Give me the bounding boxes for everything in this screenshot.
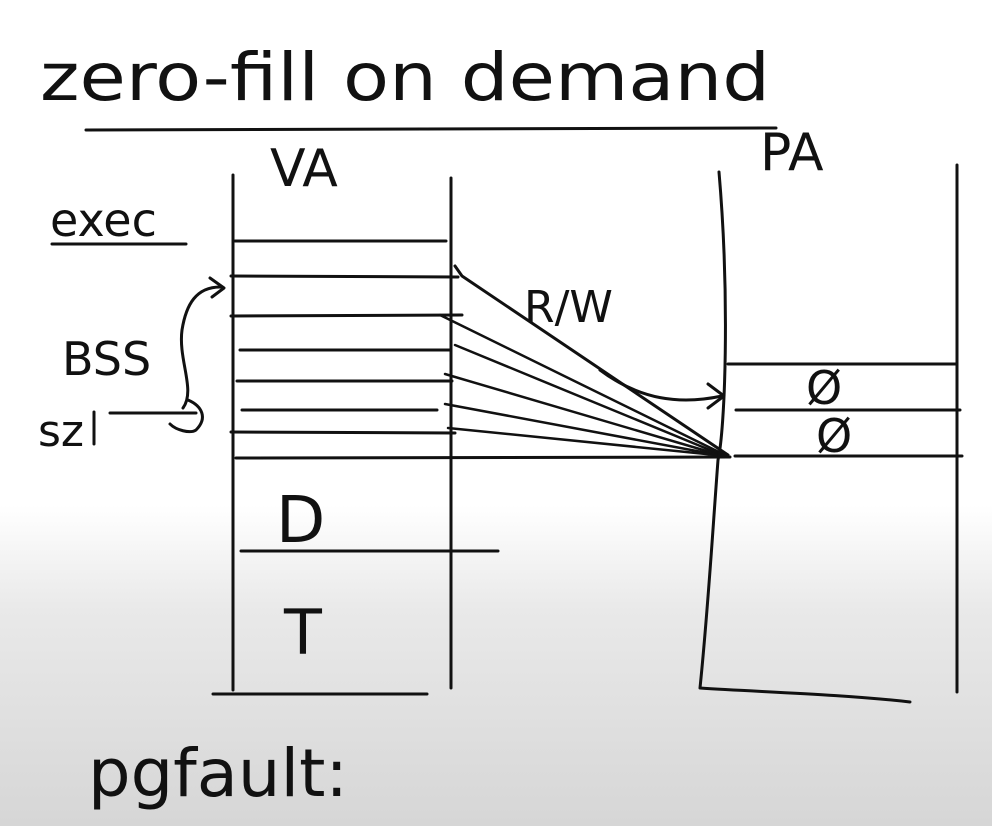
sz-label: sz <box>38 406 84 457</box>
mapping-line <box>446 426 718 457</box>
page-title: zero-fill on demand <box>40 39 770 116</box>
bss-label: BSS <box>62 332 151 386</box>
mapping-line <box>443 372 722 457</box>
pa-left-edge <box>698 170 912 704</box>
rw-label: R/W <box>524 282 613 333</box>
mapping-line <box>453 264 730 457</box>
va-column <box>211 173 732 696</box>
mapping-line <box>453 343 724 457</box>
pgfault-label: pgfault: <box>88 735 348 812</box>
zero-page-symbol: Ø <box>806 361 842 415</box>
mapping-line <box>438 313 727 457</box>
bss-brace <box>179 285 224 410</box>
data-segment-label: D <box>276 484 325 558</box>
bss-arrow-head <box>208 276 226 299</box>
text-segment-label: T <box>283 596 323 669</box>
va-label: VA <box>270 139 338 199</box>
va-divider <box>229 430 457 435</box>
exec-label: exec <box>50 193 157 247</box>
pa-column <box>698 163 964 704</box>
va-divider <box>229 274 460 279</box>
rw-arrow <box>598 368 724 402</box>
va-divider <box>229 313 464 318</box>
zero-page-symbol: Ø <box>816 409 852 463</box>
mapping-line <box>443 402 720 457</box>
bss-mapping-lines <box>438 264 730 457</box>
pa-label: PA <box>760 123 824 183</box>
va-bss-end-line <box>234 455 732 460</box>
sz-arrow-hook <box>168 398 204 434</box>
title-underline <box>84 126 778 132</box>
